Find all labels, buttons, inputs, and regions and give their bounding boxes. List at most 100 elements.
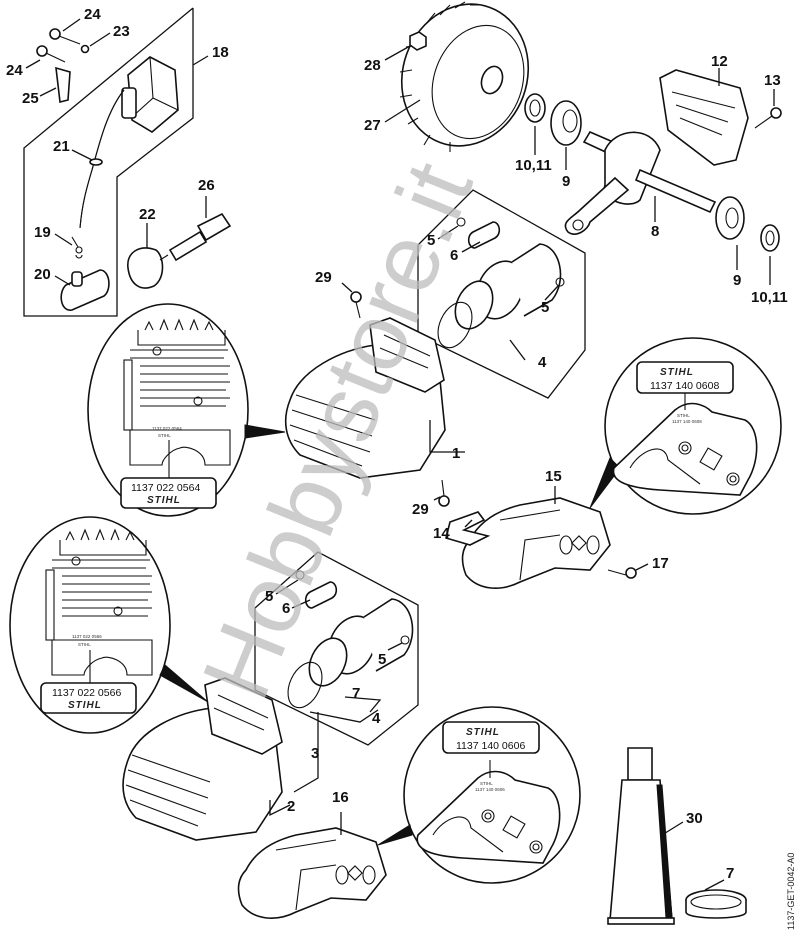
callout-5: 5	[427, 232, 435, 249]
spark-plug-boot-icon	[60, 269, 110, 311]
callout-24: 24	[84, 6, 101, 23]
shield-stamp-code: 1137 140 0606	[475, 787, 505, 792]
cylinder-stamp-brand: STIHL	[158, 433, 171, 438]
callout-15: 15	[545, 468, 562, 485]
callout-3: 3	[311, 745, 319, 762]
callout-10-11: 10,11	[515, 157, 552, 174]
cylinder-lower	[122, 677, 319, 841]
cylinder-icon	[284, 317, 446, 479]
callout-14: 14	[433, 525, 450, 542]
callout-1: 1	[452, 445, 460, 462]
shield-stamp-code: 1137 140 0608	[672, 419, 702, 424]
ignition-group	[23, 7, 232, 317]
brand-label: STIHL	[147, 495, 181, 506]
cylinder-upper	[284, 291, 465, 479]
piston-ring-icon	[437, 301, 473, 349]
callout-9: 9	[733, 272, 741, 289]
muffler-icon	[237, 827, 387, 919]
muffler-upper	[438, 479, 637, 589]
crankshaft-icon	[564, 130, 717, 235]
piston-ring-icon	[454, 280, 494, 330]
callout-24: 24	[6, 62, 23, 79]
callout-21: 21	[53, 138, 70, 155]
screw-icon	[350, 291, 362, 319]
detail-balloon-cylinder-lower: 1137 022 0566 STIHL 1137 022 0566 STIHL	[9, 516, 209, 734]
callout-13: 13	[764, 72, 781, 89]
callout-19: 19	[34, 224, 51, 241]
part-code: 1137 022 0564	[131, 482, 200, 494]
clip-icon	[55, 66, 71, 103]
callout-12: 12	[711, 53, 728, 70]
callout-16: 16	[332, 789, 349, 806]
callout-25: 25	[22, 90, 39, 107]
brand-label: STIHL	[466, 727, 500, 738]
callout-5: 5	[541, 299, 549, 316]
callout-labels: 24 23 24 25 18 21 19 20 22 26 28 27 10,1…	[6, 6, 788, 882]
callout-2: 2	[287, 798, 295, 815]
screw-icon	[36, 45, 66, 63]
nut-icon	[409, 31, 427, 51]
piston-ring-icon	[287, 661, 323, 709]
heat-shield-icon	[612, 402, 758, 496]
part-label-box	[636, 361, 734, 394]
screw-icon	[754, 107, 782, 129]
piston-group-lower	[254, 551, 419, 746]
callout-7: 7	[352, 685, 360, 702]
oil-seal-icon	[760, 224, 780, 252]
ignition-module-icon	[121, 56, 179, 133]
screw-icon	[607, 567, 637, 579]
callout-20: 20	[34, 266, 51, 283]
callout-18: 18	[212, 44, 229, 61]
cylinder-stamp-code: 1137 022 0566	[72, 634, 102, 639]
cap-icon	[127, 247, 164, 289]
callout-26: 26	[198, 177, 215, 194]
crankshaft-group	[564, 69, 782, 252]
spark-plug-icon	[159, 212, 232, 262]
callout-4: 4	[372, 710, 381, 727]
circlip-icon	[400, 635, 410, 645]
piston-ring-icon	[308, 637, 348, 687]
detail-balloon-cylinder-upper: 1137 022 0564 STIHL 1137 022 0564 STIHL	[87, 303, 286, 517]
cylinder-stamp-brand: STIHL	[78, 642, 91, 647]
callout-17: 17	[652, 555, 669, 572]
flywheel-group	[399, 1, 582, 152]
part-label-box	[120, 477, 217, 509]
cylinder-side-view-icon: 1137 022 0566 STIHL	[45, 528, 153, 683]
cylinder-stamp-code: 1137 022 0564	[152, 426, 182, 431]
callout-22: 22	[139, 206, 156, 223]
piston-icon	[475, 243, 562, 320]
callout-9: 9	[562, 173, 570, 190]
cylinder-side-view-icon: 1137 022 0564 STIHL	[123, 318, 231, 482]
callout-5: 5	[378, 651, 386, 668]
flywheel-icon	[399, 1, 530, 152]
callout-7: 7	[726, 865, 734, 882]
circlip-icon	[555, 277, 565, 287]
ball-bearing-icon	[715, 196, 745, 240]
circlip-icon	[456, 217, 466, 227]
callout-6: 6	[450, 247, 458, 264]
callout-27: 27	[364, 117, 381, 134]
group-bracket-4-lower	[254, 551, 419, 746]
part-code: 1137 022 0566	[52, 687, 121, 699]
screw-icon	[438, 479, 450, 507]
screw-icon	[49, 28, 81, 45]
callout-29: 29	[315, 269, 332, 286]
piston-pin-icon	[467, 221, 501, 249]
detail-balloon-muffler-lower: STIHL 1137 140 0606 STIHL 1137 140 0606	[377, 706, 581, 884]
callout-5: 5	[265, 588, 273, 605]
washer-icon	[80, 44, 90, 54]
cylinder-icon	[122, 677, 283, 841]
piston-ring-icon	[685, 889, 747, 919]
gasket-icon	[445, 511, 491, 546]
shield-stamp-brand: STIHL	[480, 781, 493, 786]
grommet-icon	[89, 158, 103, 166]
shield-stamp-brand: STIHL	[677, 413, 690, 418]
reference-code: 1137-GET-0042-A0	[786, 853, 796, 930]
circlip-icon	[295, 570, 305, 580]
grease-group	[607, 747, 747, 925]
brand-label: STIHL	[68, 700, 102, 711]
muffler-icon	[461, 497, 611, 589]
piston-pin-icon	[304, 581, 338, 609]
crankcase-half-icon	[659, 69, 749, 166]
callout-10-11: 10,11	[751, 289, 788, 306]
